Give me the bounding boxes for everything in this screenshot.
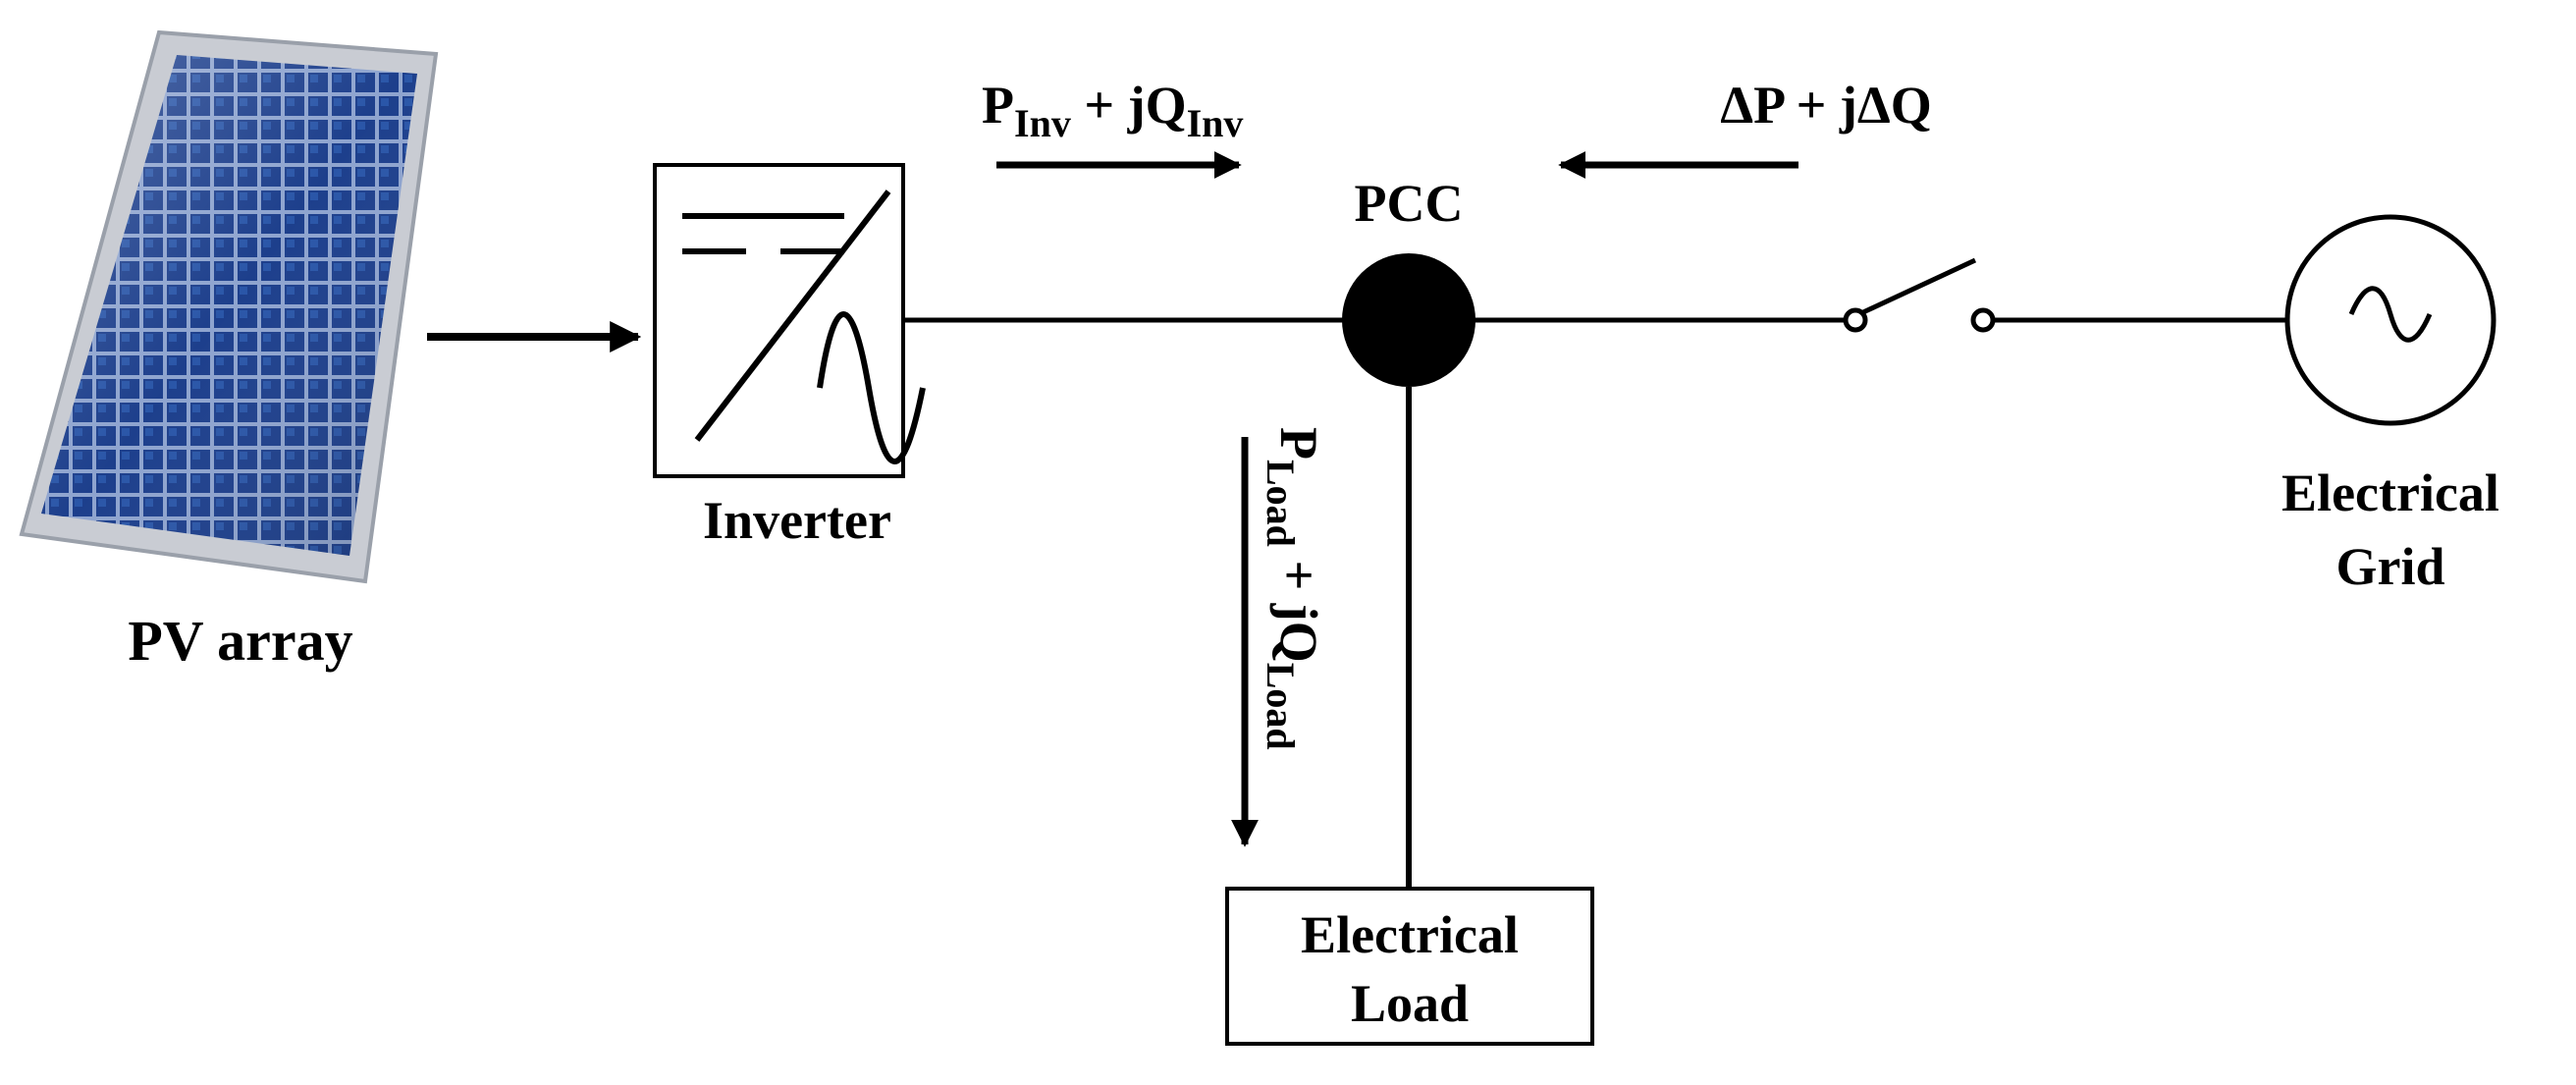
pcc-node <box>1342 253 1476 387</box>
inverter-label: Inverter <box>703 491 891 550</box>
load-power-label: PLoad + jQLoad <box>1259 427 1328 750</box>
load-label-line2: Load <box>1351 974 1469 1033</box>
inverter-power-label: PInv + jQInv <box>982 76 1243 145</box>
load-label-line1: Electrical <box>1301 905 1519 964</box>
ac-source-sine-icon <box>2348 286 2433 343</box>
grid-power-label: ΔP + jΔQ <box>1720 76 1931 135</box>
switch-blade <box>1861 257 1977 315</box>
inverter-block <box>653 163 926 478</box>
switch-contact-left <box>1843 307 1868 333</box>
grid-switch <box>1843 257 1996 333</box>
pcc-label: PCC <box>1355 174 1464 233</box>
pv-array-label: PV array <box>128 609 352 673</box>
inverter-box <box>653 163 905 478</box>
pv-panel-icon <box>19 29 439 584</box>
grid-label-line1: Electrical <box>2281 463 2499 522</box>
electrical-load-box <box>1225 887 1594 1046</box>
ac-sine-icon <box>817 311 926 464</box>
inverter-diagonal <box>694 190 891 442</box>
switch-contact-right <box>1970 307 1996 333</box>
grid-label-line2: Grid <box>2335 537 2444 596</box>
